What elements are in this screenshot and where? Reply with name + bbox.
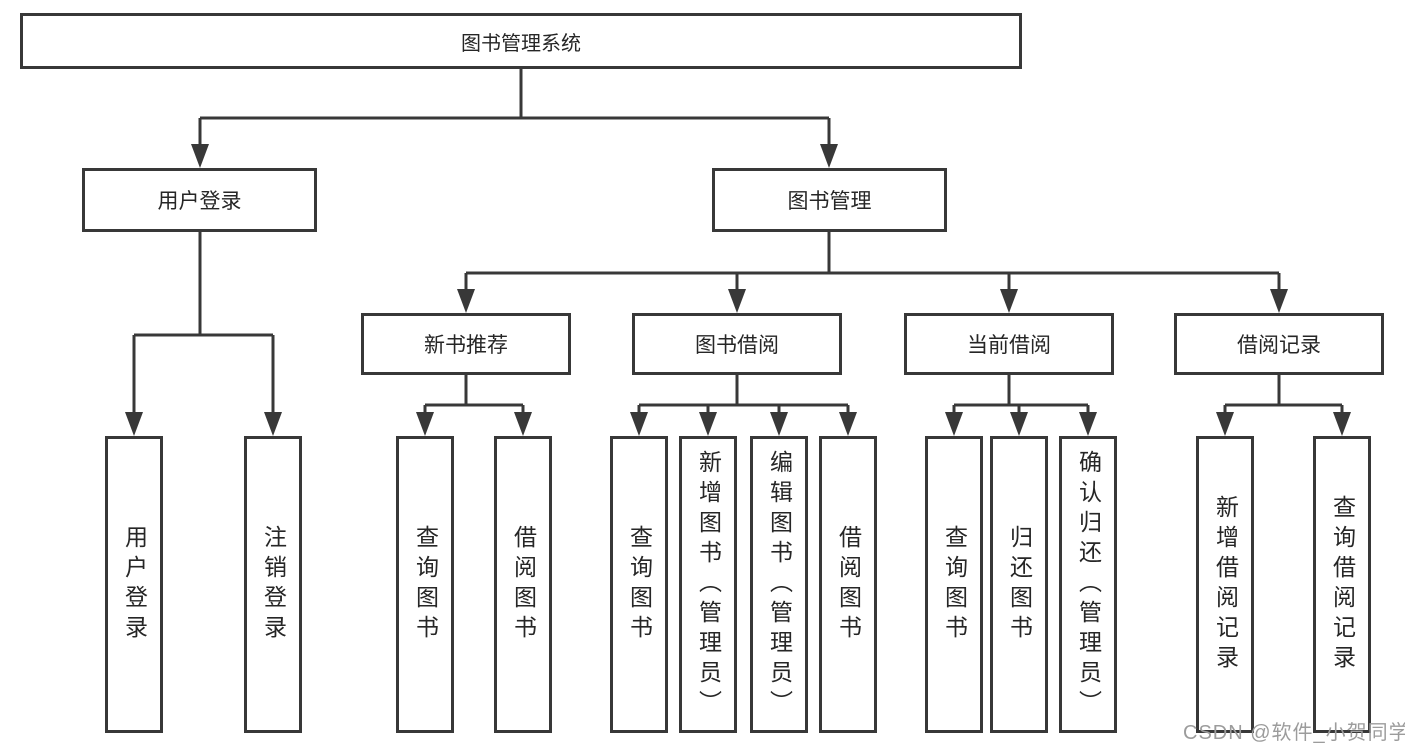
csdn-watermark: CSDN @软件_小贺同学 [1183, 722, 1405, 744]
node-book-management-label: 图书管理 [787, 190, 872, 213]
leaf-user-login-label: 用户登录 [121, 524, 148, 645]
leaf-newbook-query: 查询图书 [396, 436, 454, 733]
node-root-label: 图书管理系统 [461, 32, 581, 55]
leaf-record-add-label: 新增借阅记录 [1212, 494, 1239, 675]
leaf-record-query-label: 查询借阅记录 [1329, 494, 1356, 675]
leaf-current-query-label: 查询图书 [941, 524, 968, 645]
node-root: 图书管理系统 [20, 13, 1022, 69]
arrowheads [125, 144, 1351, 436]
node-new-book-recommend-label: 新书推荐 [424, 334, 508, 357]
node-current-borrow-label: 当前借阅 [967, 334, 1051, 357]
leaf-newbook-borrow-label: 借阅图书 [510, 524, 537, 645]
node-user-login: 用户登录 [82, 168, 317, 232]
leaf-newbook-borrow: 借阅图书 [494, 436, 552, 733]
node-new-book-recommend: 新书推荐 [361, 313, 571, 375]
leaf-newbook-query-label: 查询图书 [412, 524, 439, 645]
node-current-borrow: 当前借阅 [904, 313, 1114, 375]
leaf-record-query: 查询借阅记录 [1313, 436, 1371, 733]
leaf-borrow-borrow: 借阅图书 [819, 436, 877, 733]
leaf-current-return-label: 归还图书 [1006, 524, 1033, 645]
leaf-borrow-query-label: 查询图书 [626, 524, 653, 645]
leaf-borrow-borrow-label: 借阅图书 [835, 524, 862, 645]
leaf-current-confirm-admin: 确认归还（管理员） [1059, 436, 1117, 733]
leaf-current-query: 查询图书 [925, 436, 983, 733]
leaf-user-login: 用户登录 [105, 436, 163, 733]
leaf-logout: 注销登录 [244, 436, 302, 733]
node-book-borrow: 图书借阅 [632, 313, 842, 375]
leaf-current-confirm-admin-label: 确认归还（管理员） [1075, 449, 1102, 720]
leaf-borrow-edit-admin: 编辑图书（管理员） [750, 436, 808, 733]
leaf-borrow-add-admin-label: 新增图书（管理员） [695, 449, 722, 720]
node-user-login-label: 用户登录 [157, 190, 242, 213]
node-book-management: 图书管理 [712, 168, 947, 232]
node-borrow-records: 借阅记录 [1174, 313, 1384, 375]
leaf-borrow-query: 查询图书 [610, 436, 668, 733]
leaf-borrow-add-admin: 新增图书（管理员） [679, 436, 737, 733]
leaf-logout-label: 注销登录 [260, 524, 287, 645]
node-book-borrow-label: 图书借阅 [695, 334, 779, 357]
leaf-current-return: 归还图书 [990, 436, 1048, 733]
leaf-borrow-edit-admin-label: 编辑图书（管理员） [766, 449, 793, 720]
node-borrow-records-label: 借阅记录 [1237, 334, 1321, 357]
leaf-record-add: 新增借阅记录 [1196, 436, 1254, 733]
